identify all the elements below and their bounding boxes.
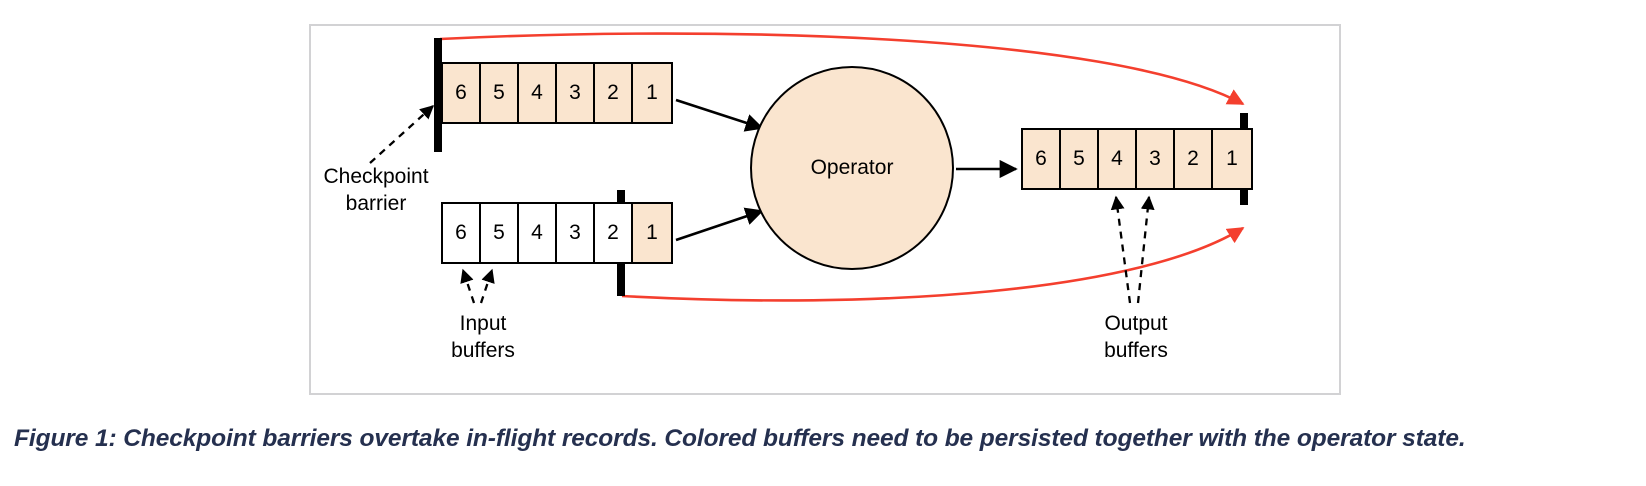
operator-label: Operator bbox=[810, 156, 894, 179]
checkpoint-barrier-top bbox=[434, 38, 442, 152]
buffer-cell: 5 bbox=[481, 204, 519, 262]
buffer-cell: 5 bbox=[1061, 130, 1099, 188]
buffer-cell: 4 bbox=[1099, 130, 1137, 188]
figure-caption: Figure 1: Checkpoint barriers overtake i… bbox=[14, 425, 1466, 452]
buffer-cell: 3 bbox=[557, 204, 595, 262]
input-buffers-label: Input buffers bbox=[451, 312, 515, 362]
buffer-cell: 5 bbox=[481, 64, 519, 122]
buffer-cell: 6 bbox=[443, 64, 481, 122]
buffer-cell: 4 bbox=[519, 204, 557, 262]
buffer-cell: 1 bbox=[633, 204, 671, 262]
output-buffers-label: Output buffers bbox=[1104, 312, 1168, 362]
buffer-cell: 1 bbox=[1213, 130, 1251, 188]
buffer-cell: 3 bbox=[1137, 130, 1175, 188]
operator-node: Operator bbox=[750, 66, 954, 270]
buffer-cell: 3 bbox=[557, 64, 595, 122]
buffer-cell: 2 bbox=[595, 204, 633, 262]
buffer-cell: 4 bbox=[519, 64, 557, 122]
buffer-cell: 2 bbox=[595, 64, 633, 122]
buffer-cell: 1 bbox=[633, 64, 671, 122]
buffer-cell: 6 bbox=[1023, 130, 1061, 188]
buffer-cell: 6 bbox=[443, 204, 481, 262]
checkpoint-barrier-label: Checkpoint barrier bbox=[323, 165, 429, 215]
buffer-cell: 2 bbox=[1175, 130, 1213, 188]
